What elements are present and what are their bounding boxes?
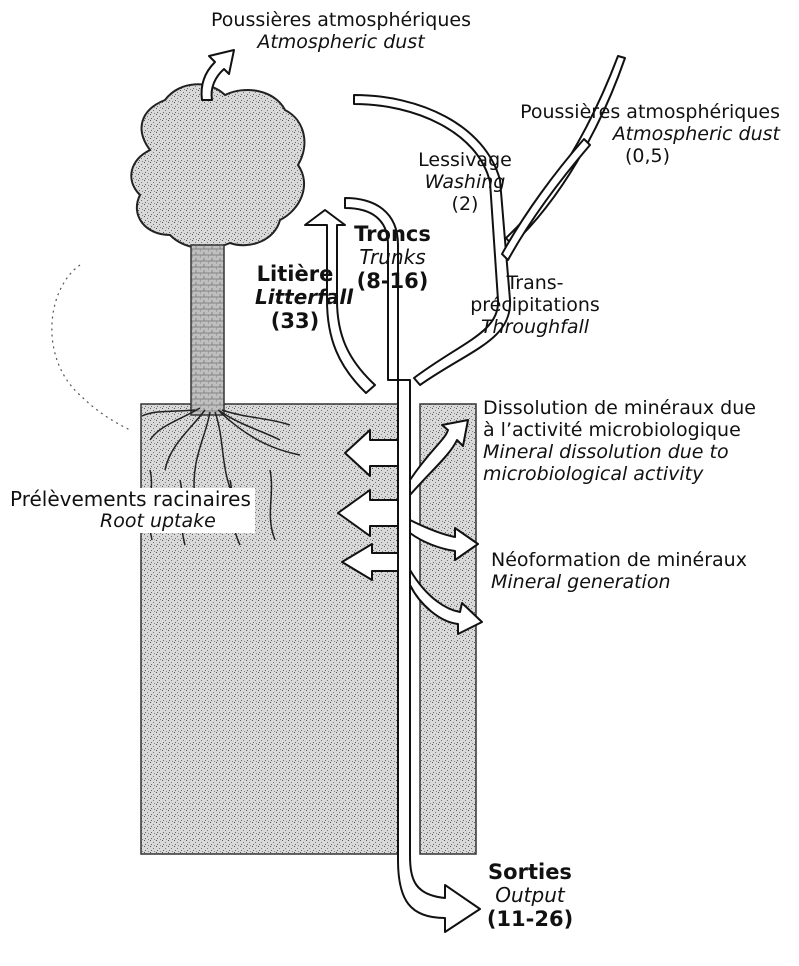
washing-label: Lessivage Washing (2) (415, 150, 515, 216)
output-fr: Sorties (480, 860, 580, 884)
root-uptake-fr: Prélèvements racinaires (10, 488, 251, 511)
tree-canopy (131, 84, 304, 248)
top-dust-en: Atmospheric dust (206, 32, 476, 54)
trunks-label: Troncs Trunks (8-16) (350, 222, 435, 293)
litterfall-label: Litière Litterfall (33) (255, 262, 335, 333)
root-uptake-feedback-arc (52, 265, 130, 430)
neoformation-label: Néoformation de minéraux Mineral generat… (487, 550, 751, 594)
output-en: Output (480, 884, 580, 907)
litterfall-fr: Litière (255, 262, 335, 286)
right-dust-fr: Poussières atmosphériques (460, 102, 780, 124)
top-dust-label: Poussières atmosphériques Atmospheric du… (206, 10, 476, 54)
throughfall-label: Trans- précipitations Throughfall (460, 273, 610, 339)
dissolution-fr-1: Dissolution de minéraux due (483, 398, 756, 420)
dissolution-fr-2: à l’activité microbiologique (483, 420, 756, 442)
washing-fr: Lessivage (415, 150, 515, 172)
washing-en: Washing (415, 172, 515, 194)
root-uptake-label: Prélèvements racinaires Root uptake (6, 488, 255, 533)
throughfall-fr-2: précipitations (460, 295, 610, 317)
dissolution-en-2: microbiological activity (483, 464, 756, 486)
trunks-en: Trunks (350, 246, 435, 269)
output-label: Sorties Output (11-26) (480, 860, 580, 931)
output-value: (11-26) (480, 907, 580, 931)
top-dust-fr: Poussières atmosphériques (206, 10, 476, 32)
root-uptake-en: Root uptake (10, 511, 251, 533)
throughfall-en: Throughfall (460, 317, 610, 339)
trunks-value: (8-16) (350, 269, 435, 293)
tree-trunk (191, 245, 224, 415)
neoformation-en: Mineral generation (491, 572, 747, 594)
dissolution-label: Dissolution de minéraux due à l’activité… (479, 398, 760, 485)
dissolution-en-1: Mineral dissolution due to (483, 442, 756, 464)
litterfall-en: Litterfall (255, 286, 335, 309)
right-dust-en: Atmospheric dust (460, 124, 780, 146)
washing-value: (2) (415, 194, 515, 216)
throughfall-fr-1: Trans- (460, 273, 610, 295)
trunks-fr: Troncs (350, 222, 435, 246)
soil-block-left (141, 404, 402, 854)
neoformation-fr: Néoformation de minéraux (491, 550, 747, 572)
litterfall-value: (33) (255, 309, 335, 333)
